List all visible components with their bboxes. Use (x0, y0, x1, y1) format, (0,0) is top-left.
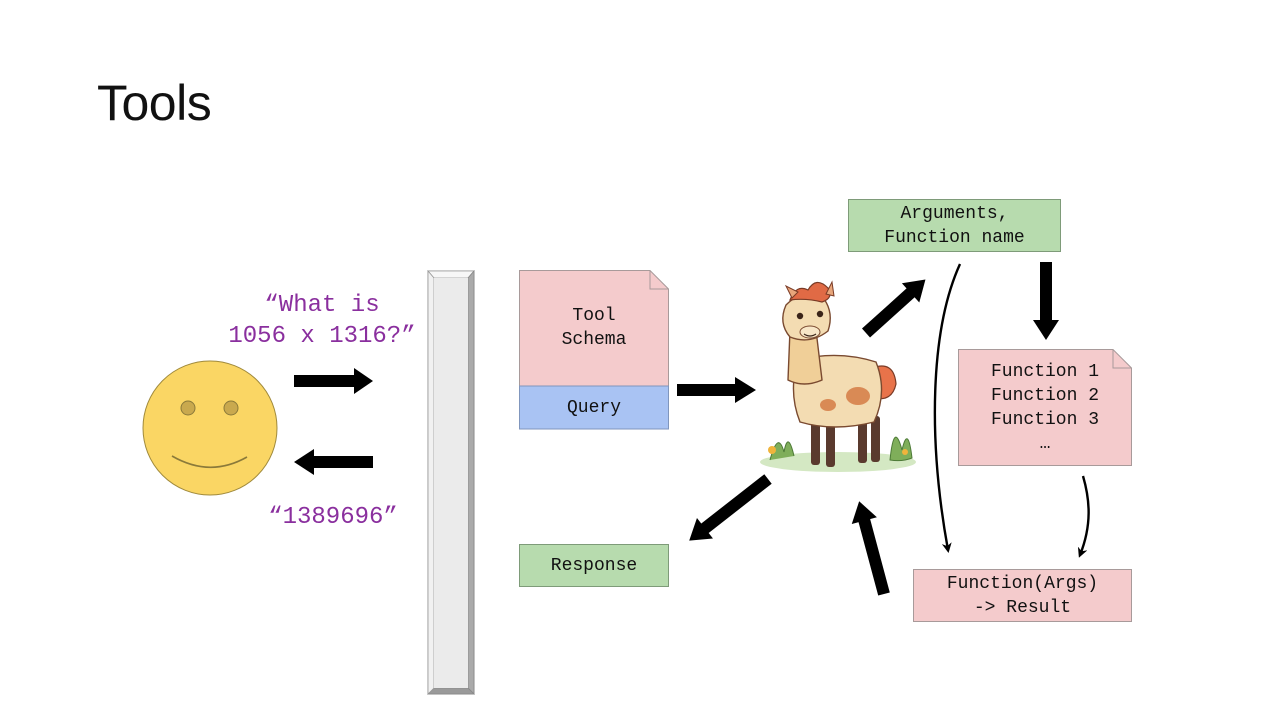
arguments-line-1: Arguments, (900, 203, 1009, 224)
arrow-to-response (689, 474, 772, 541)
tool-schema-line-2: Schema (561, 330, 627, 350)
function-item: Function 2 (990, 385, 1100, 406)
function-call-box: Function(Args) -> Result (913, 569, 1132, 622)
query-label: Query (566, 398, 621, 418)
smiley-face-icon (142, 360, 278, 496)
user-answer: “1389696” (268, 504, 398, 531)
arrow-functions-to-call (1077, 475, 1090, 558)
interface-bar (427, 269, 475, 695)
user-question-line-1: “What is (264, 292, 380, 319)
arrow-to-llama (677, 377, 756, 403)
tool-schema-label: Tool Schema (519, 270, 669, 386)
arrow-to-user (294, 449, 373, 475)
functions-list: Function 1 Function 2 Function 3 … (958, 349, 1132, 466)
response-box: Response (519, 544, 669, 587)
tool-schema-line-1: Tool (572, 306, 616, 326)
function-call-line-1: Function(Args) (946, 573, 1099, 594)
function-call-line-2: -> Result (973, 597, 1072, 618)
function-item: Function 3 (990, 409, 1100, 430)
slide-title: Tools (97, 75, 212, 131)
arguments-line-2: Function name (884, 227, 1025, 248)
tool-schema-document: Tool Schema Query (519, 270, 669, 430)
function-item: Function 1 (990, 361, 1100, 382)
user-question: “What is 1056 x 1316?” (212, 290, 432, 352)
arrow-to-functions (1033, 262, 1059, 340)
arrow-result-to-llama (851, 501, 890, 596)
user-question-line-2: 1056 x 1316?” (228, 323, 416, 350)
arguments-box: Arguments, Function name (848, 199, 1061, 252)
arrow-to-interface (294, 368, 373, 394)
functions-document: Function 1 Function 2 Function 3 … (958, 349, 1132, 466)
document-shape (958, 349, 1132, 466)
document-shape (519, 270, 669, 430)
llama-illustration (760, 280, 916, 472)
function-item-ellipsis: … (1039, 433, 1051, 454)
arrow-arguments-to-call (933, 263, 962, 553)
arrow-to-arguments (861, 279, 926, 338)
